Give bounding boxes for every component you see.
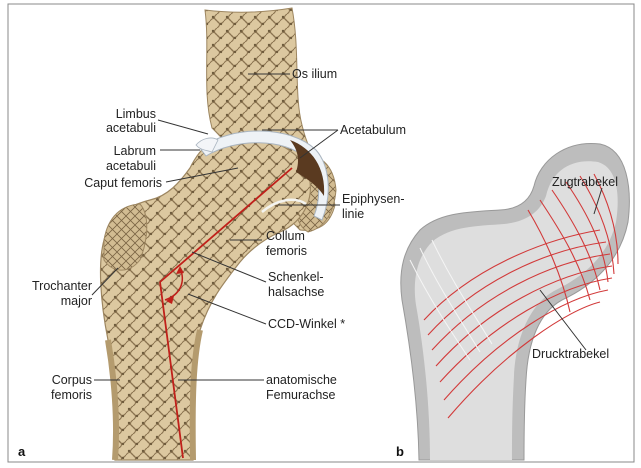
label-labrum-2: acetabuli — [106, 159, 156, 173]
label-limbus-2: acetabuli — [106, 121, 156, 135]
label-trochanter-1: Trochanter — [32, 279, 92, 293]
label-acetabulum: Acetabulum — [340, 123, 406, 137]
label-anatom-2: Femurachse — [266, 388, 336, 402]
label-corpus-2: femoris — [51, 388, 92, 402]
label-epiphysen-1: Epiphysen- — [342, 192, 405, 206]
label-schenkel-2: halsachse — [268, 285, 324, 299]
label-trochanter-2: major — [61, 294, 92, 308]
panel-letter-b: b — [396, 444, 404, 459]
label-drucktrabekel: Drucktrabekel — [532, 347, 609, 361]
label-collum-1: Collum — [266, 229, 305, 243]
label-zugtrabekel: Zugtrabekel — [552, 175, 618, 189]
label-limbus-1: Limbus — [116, 107, 156, 121]
label-ccd-winkel: CCD-Winkel * — [268, 317, 345, 331]
label-corpus-1: Corpus — [52, 373, 92, 387]
label-anatom-1: anatomische — [266, 373, 337, 387]
label-caput-femoris: Caput femoris — [84, 176, 162, 190]
label-collum-2: femoris — [266, 244, 307, 258]
panel-letter-a: a — [18, 444, 26, 459]
label-labrum-1: Labrum — [114, 144, 156, 158]
label-schenkel-1: Schenkel- — [268, 270, 324, 284]
label-epiphysen-2: linie — [342, 207, 364, 221]
label-os-ilium: Os ilium — [292, 67, 337, 81]
